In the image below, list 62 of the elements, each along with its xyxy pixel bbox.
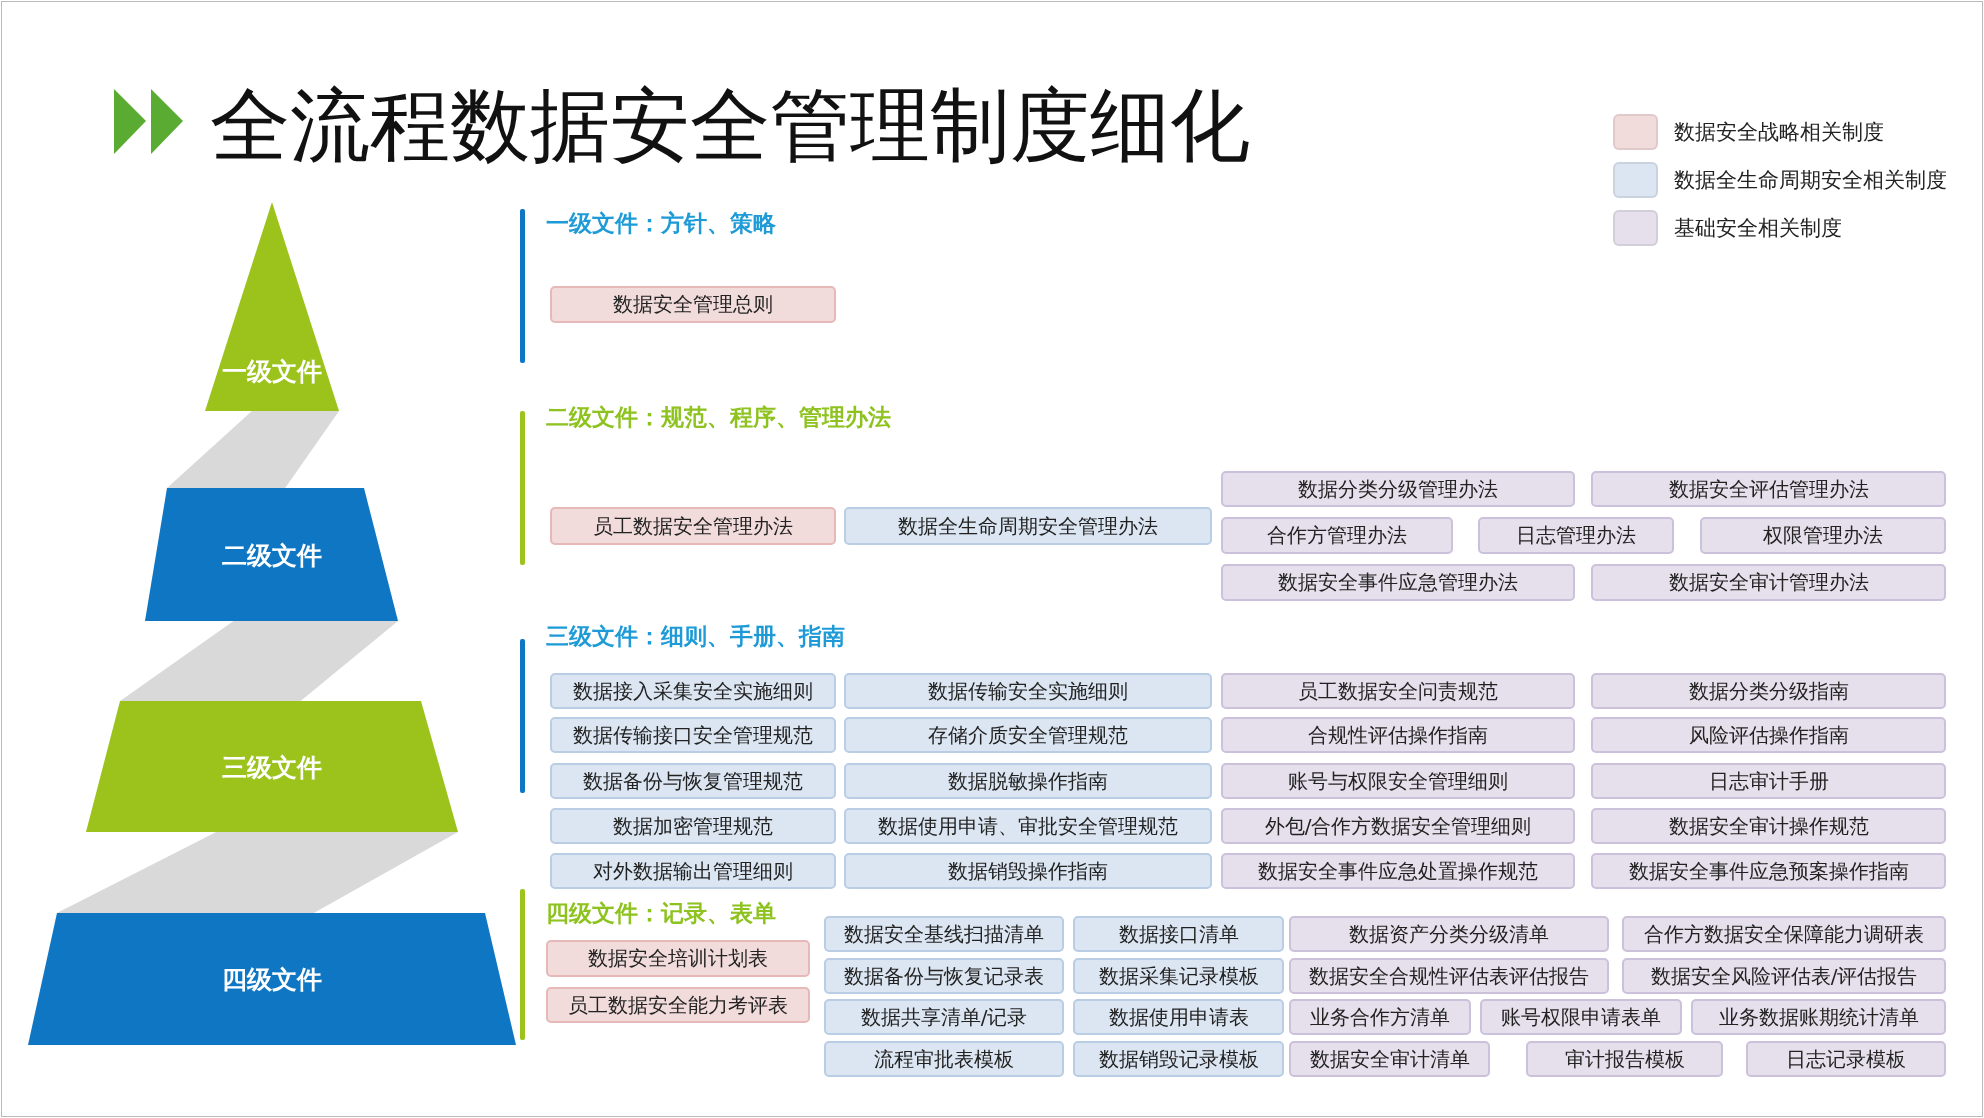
document-box: 数据传输安全实施细则: [844, 673, 1212, 709]
document-box: 数据安全管理总则: [550, 286, 836, 323]
document-box: 日志审计手册: [1591, 763, 1946, 799]
document-box: 数据采集记录模板: [1073, 958, 1284, 994]
document-box: 数据分类分级指南: [1591, 673, 1946, 709]
document-box: 权限管理办法: [1700, 517, 1946, 554]
document-box: 数据脱敏操作指南: [844, 763, 1212, 799]
document-box: 合规性评估操作指南: [1221, 717, 1575, 753]
tier-label: 一级文件: [221, 356, 323, 388]
document-box: 数据备份与恢复记录表: [824, 958, 1064, 994]
document-box: 日志记录模板: [1746, 1041, 1946, 1077]
document-box: 日志管理办法: [1478, 517, 1674, 554]
document-box: 员工数据安全能力考评表: [546, 987, 810, 1023]
document-box: 数据安全培训计划表: [546, 940, 810, 977]
document-box: 数据加密管理规范: [550, 808, 836, 844]
document-box: 数据安全基线扫描清单: [824, 916, 1064, 952]
document-box: 业务数据账期统计清单: [1691, 999, 1946, 1035]
document-box: 风险评估操作指南: [1591, 717, 1946, 753]
document-box: 数据分类分级管理办法: [1221, 471, 1575, 507]
document-box: 数据传输接口安全管理规范: [550, 717, 836, 753]
document-box: 数据销毁操作指南: [844, 853, 1212, 889]
document-box: 对外数据输出管理细则: [550, 853, 836, 889]
document-box: 数据资产分类分级清单: [1289, 916, 1609, 952]
level-heading: 三级文件：细则、手册、指南: [546, 622, 845, 651]
document-box: 数据安全事件应急处置操作规范: [1221, 853, 1575, 889]
document-box: 数据安全评估管理办法: [1591, 471, 1946, 507]
document-box: 数据安全风险评估表/评估报告: [1622, 958, 1946, 994]
document-box: 数据安全审计清单: [1289, 1041, 1490, 1077]
document-box: 数据使用申请表: [1073, 999, 1284, 1035]
document-box: 业务合作方清单: [1289, 999, 1471, 1035]
document-box: 外包/合作方数据安全管理细则: [1221, 808, 1575, 844]
document-box: 数据销毁记录模板: [1073, 1041, 1284, 1077]
document-box: 流程审批表模板: [824, 1041, 1064, 1077]
title: 全流程数据安全管理制度细化: [210, 86, 1250, 166]
tier-label: 四级文件: [221, 964, 323, 996]
document-box: 合作方数据安全保障能力调研表: [1622, 916, 1946, 952]
legend-text: 数据安全战略相关制度: [1674, 119, 1884, 146]
document-box: 账号权限申请表单: [1480, 999, 1682, 1035]
document-box: 员工数据安全问责规范: [1221, 673, 1575, 709]
document-box: 数据安全审计管理办法: [1591, 564, 1946, 601]
document-box: 账号与权限安全管理细则: [1221, 763, 1575, 799]
document-box: 审计报告模板: [1526, 1041, 1723, 1077]
document-box: 存储介质安全管理规范: [844, 717, 1212, 753]
legend-text: 数据全生命周期安全相关制度: [1674, 167, 1947, 194]
document-box: 数据安全合规性评估表评估报告: [1289, 958, 1609, 994]
document-box: 员工数据安全管理办法: [550, 507, 836, 545]
legend-text: 基础安全相关制度: [1674, 215, 1842, 242]
level-heading: 一级文件：方针、策略: [546, 209, 776, 238]
document-box: 数据接口清单: [1073, 916, 1284, 952]
document-box: 数据安全审计操作规范: [1591, 808, 1946, 844]
document-box: 数据安全事件应急预案操作指南: [1591, 853, 1946, 889]
tier-label: 三级文件: [221, 751, 323, 784]
document-box: 数据接入采集安全实施细则: [550, 673, 836, 709]
document-box: 数据备份与恢复管理规范: [550, 763, 836, 799]
document-box: 数据全生命周期安全管理办法: [844, 507, 1212, 545]
tier-label: 二级文件: [220, 539, 323, 572]
document-box: 数据安全事件应急管理办法: [1221, 564, 1575, 601]
document-box: 数据使用申请、审批安全管理规范: [844, 808, 1212, 844]
level-heading: 四级文件：记录、表单: [546, 899, 776, 928]
document-box: 合作方管理办法: [1221, 517, 1453, 554]
level-heading: 二级文件：规范、程序、管理办法: [546, 403, 891, 432]
document-box: 数据共享清单/记录: [824, 999, 1064, 1035]
